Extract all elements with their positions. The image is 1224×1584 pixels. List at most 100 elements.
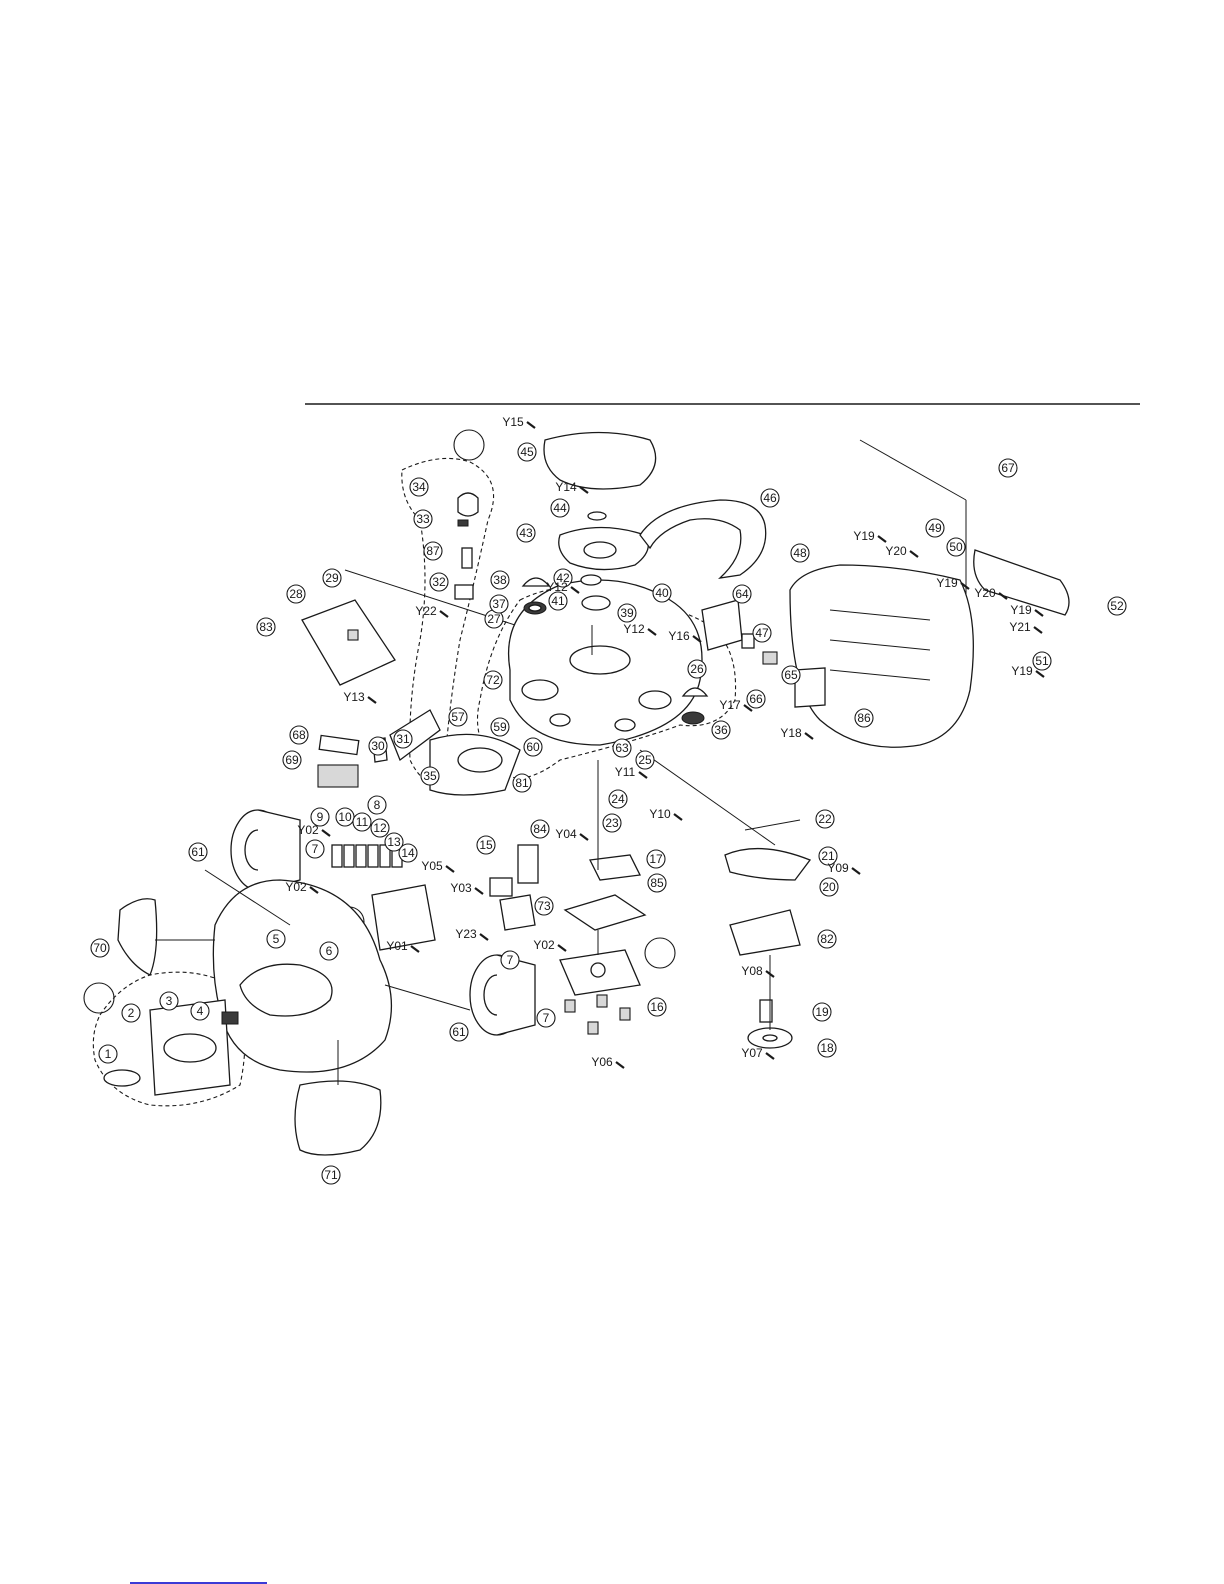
callout-circle: [310, 807, 330, 827]
group-marker-front: [83, 982, 115, 1014]
callout-21: 21: [818, 846, 838, 866]
dome-26: [681, 687, 709, 697]
callout-number: 50: [949, 540, 963, 554]
callout-4: 4: [190, 1001, 210, 1021]
control-pcb: [371, 884, 436, 951]
leader-shaft: [639, 749, 776, 846]
callout-82: 82: [817, 929, 837, 949]
bracket-32: [454, 584, 474, 600]
fastener-label: Y20: [974, 586, 996, 600]
callout-22: 22: [815, 809, 835, 829]
callout-number: 29: [325, 571, 339, 585]
callout-64: 64: [732, 584, 752, 604]
screw-icon: [526, 421, 536, 429]
carry-handle: [639, 499, 767, 579]
screw-icon: [960, 582, 970, 590]
callout-number: 72: [486, 673, 500, 687]
callout-number: 36: [714, 723, 728, 737]
transformer: [701, 599, 743, 651]
callout-67: 67: [998, 458, 1018, 478]
callout-8: 8: [367, 795, 387, 815]
fastener-y19-4: Y19: [1011, 664, 1045, 678]
callout-circle: [368, 736, 388, 756]
callout-46: 46: [760, 488, 780, 508]
callout-number: 4: [197, 1004, 204, 1018]
callout-31: 31: [393, 729, 413, 749]
callout-number: 7: [543, 1011, 550, 1025]
callout-number: 87: [426, 544, 440, 558]
callout-circle: [534, 896, 554, 916]
callout-32: 32: [429, 572, 449, 592]
ring-37-inner: [528, 604, 542, 612]
fastener-label: Y20: [885, 544, 907, 558]
fastener-y11: Y11: [615, 765, 648, 779]
fastener-y16: Y16: [668, 629, 702, 643]
callout-41: 41: [548, 591, 568, 611]
callout-circle: [818, 846, 838, 866]
fastener-y05: Y05: [421, 859, 455, 873]
callout-circle: [398, 843, 418, 863]
callout-circle: [530, 819, 550, 839]
fastener-y23: Y23: [455, 927, 489, 941]
callout-circle: [516, 523, 536, 543]
callout-circle: [286, 584, 306, 604]
callout-number: 3: [166, 994, 173, 1008]
fastener-label: Y02: [297, 823, 319, 837]
callout-49: 49: [925, 518, 945, 538]
button-9: [331, 844, 343, 868]
callout-number: 8: [374, 798, 381, 812]
footer-link-underline[interactable]: [130, 1582, 267, 1584]
screw-icon: [321, 829, 331, 837]
callout-circle: [489, 594, 509, 614]
screw-icon: [1035, 670, 1045, 678]
fastener-label: Y18: [780, 726, 802, 740]
screw-icon: [474, 887, 484, 895]
motor-19: [759, 999, 773, 1023]
callout-number: 2: [128, 1006, 135, 1020]
callout-number: 67: [1001, 461, 1015, 475]
callout-circle: [448, 707, 468, 727]
callout-circle: [760, 488, 780, 508]
callout-48: 48: [790, 543, 810, 563]
screw-icon: [309, 886, 319, 894]
cd-mechanism-hub: [590, 962, 606, 978]
chassis-hole-center: [569, 645, 631, 675]
fastener-label-layer: Y01Y02Y02Y02Y03Y04Y05Y06Y07Y08Y09Y10Y11Y…: [285, 415, 1045, 1069]
leader-rod-22: [744, 819, 801, 831]
screw-icon: [692, 635, 702, 643]
board-84: [517, 844, 539, 884]
damper-c: [619, 1007, 631, 1021]
fastener-label: Y01: [386, 939, 408, 953]
fastener-label: Y03: [450, 881, 472, 895]
callout-number: 65: [784, 668, 798, 682]
callout-9: 9: [310, 807, 330, 827]
callout-number: 35: [423, 769, 437, 783]
callout-circle: [98, 1044, 118, 1064]
screw-icon: [557, 944, 567, 952]
fastener-y19-2: Y19: [936, 576, 970, 590]
callout-26: 26: [687, 659, 707, 679]
main-pcb: [301, 599, 396, 686]
group-marker-cd: [644, 937, 676, 969]
screw-icon: [479, 933, 489, 941]
clip-33: [457, 519, 469, 527]
fastener-label: Y21: [1009, 620, 1031, 634]
callout-circle: [711, 720, 731, 740]
callout-number: 7: [507, 953, 514, 967]
callout-number: 20: [822, 880, 836, 894]
callout-number: 84: [533, 822, 547, 836]
callout-circle: [429, 572, 449, 592]
gear-41: [581, 595, 611, 611]
side-cover-bottom: [294, 1080, 382, 1156]
callout-44: 44: [550, 498, 570, 518]
screw-icon: [439, 610, 449, 618]
callout-circle: [790, 543, 810, 563]
fastener-label: Y10: [649, 807, 671, 821]
callout-circle: [646, 849, 666, 869]
fastener-y15: Y15: [502, 415, 536, 429]
callout-13: 13: [384, 832, 404, 852]
callout-number: 6: [326, 944, 333, 958]
callout-number: 26: [690, 662, 704, 676]
button-12: [367, 844, 379, 868]
callout-circle: [256, 617, 276, 637]
